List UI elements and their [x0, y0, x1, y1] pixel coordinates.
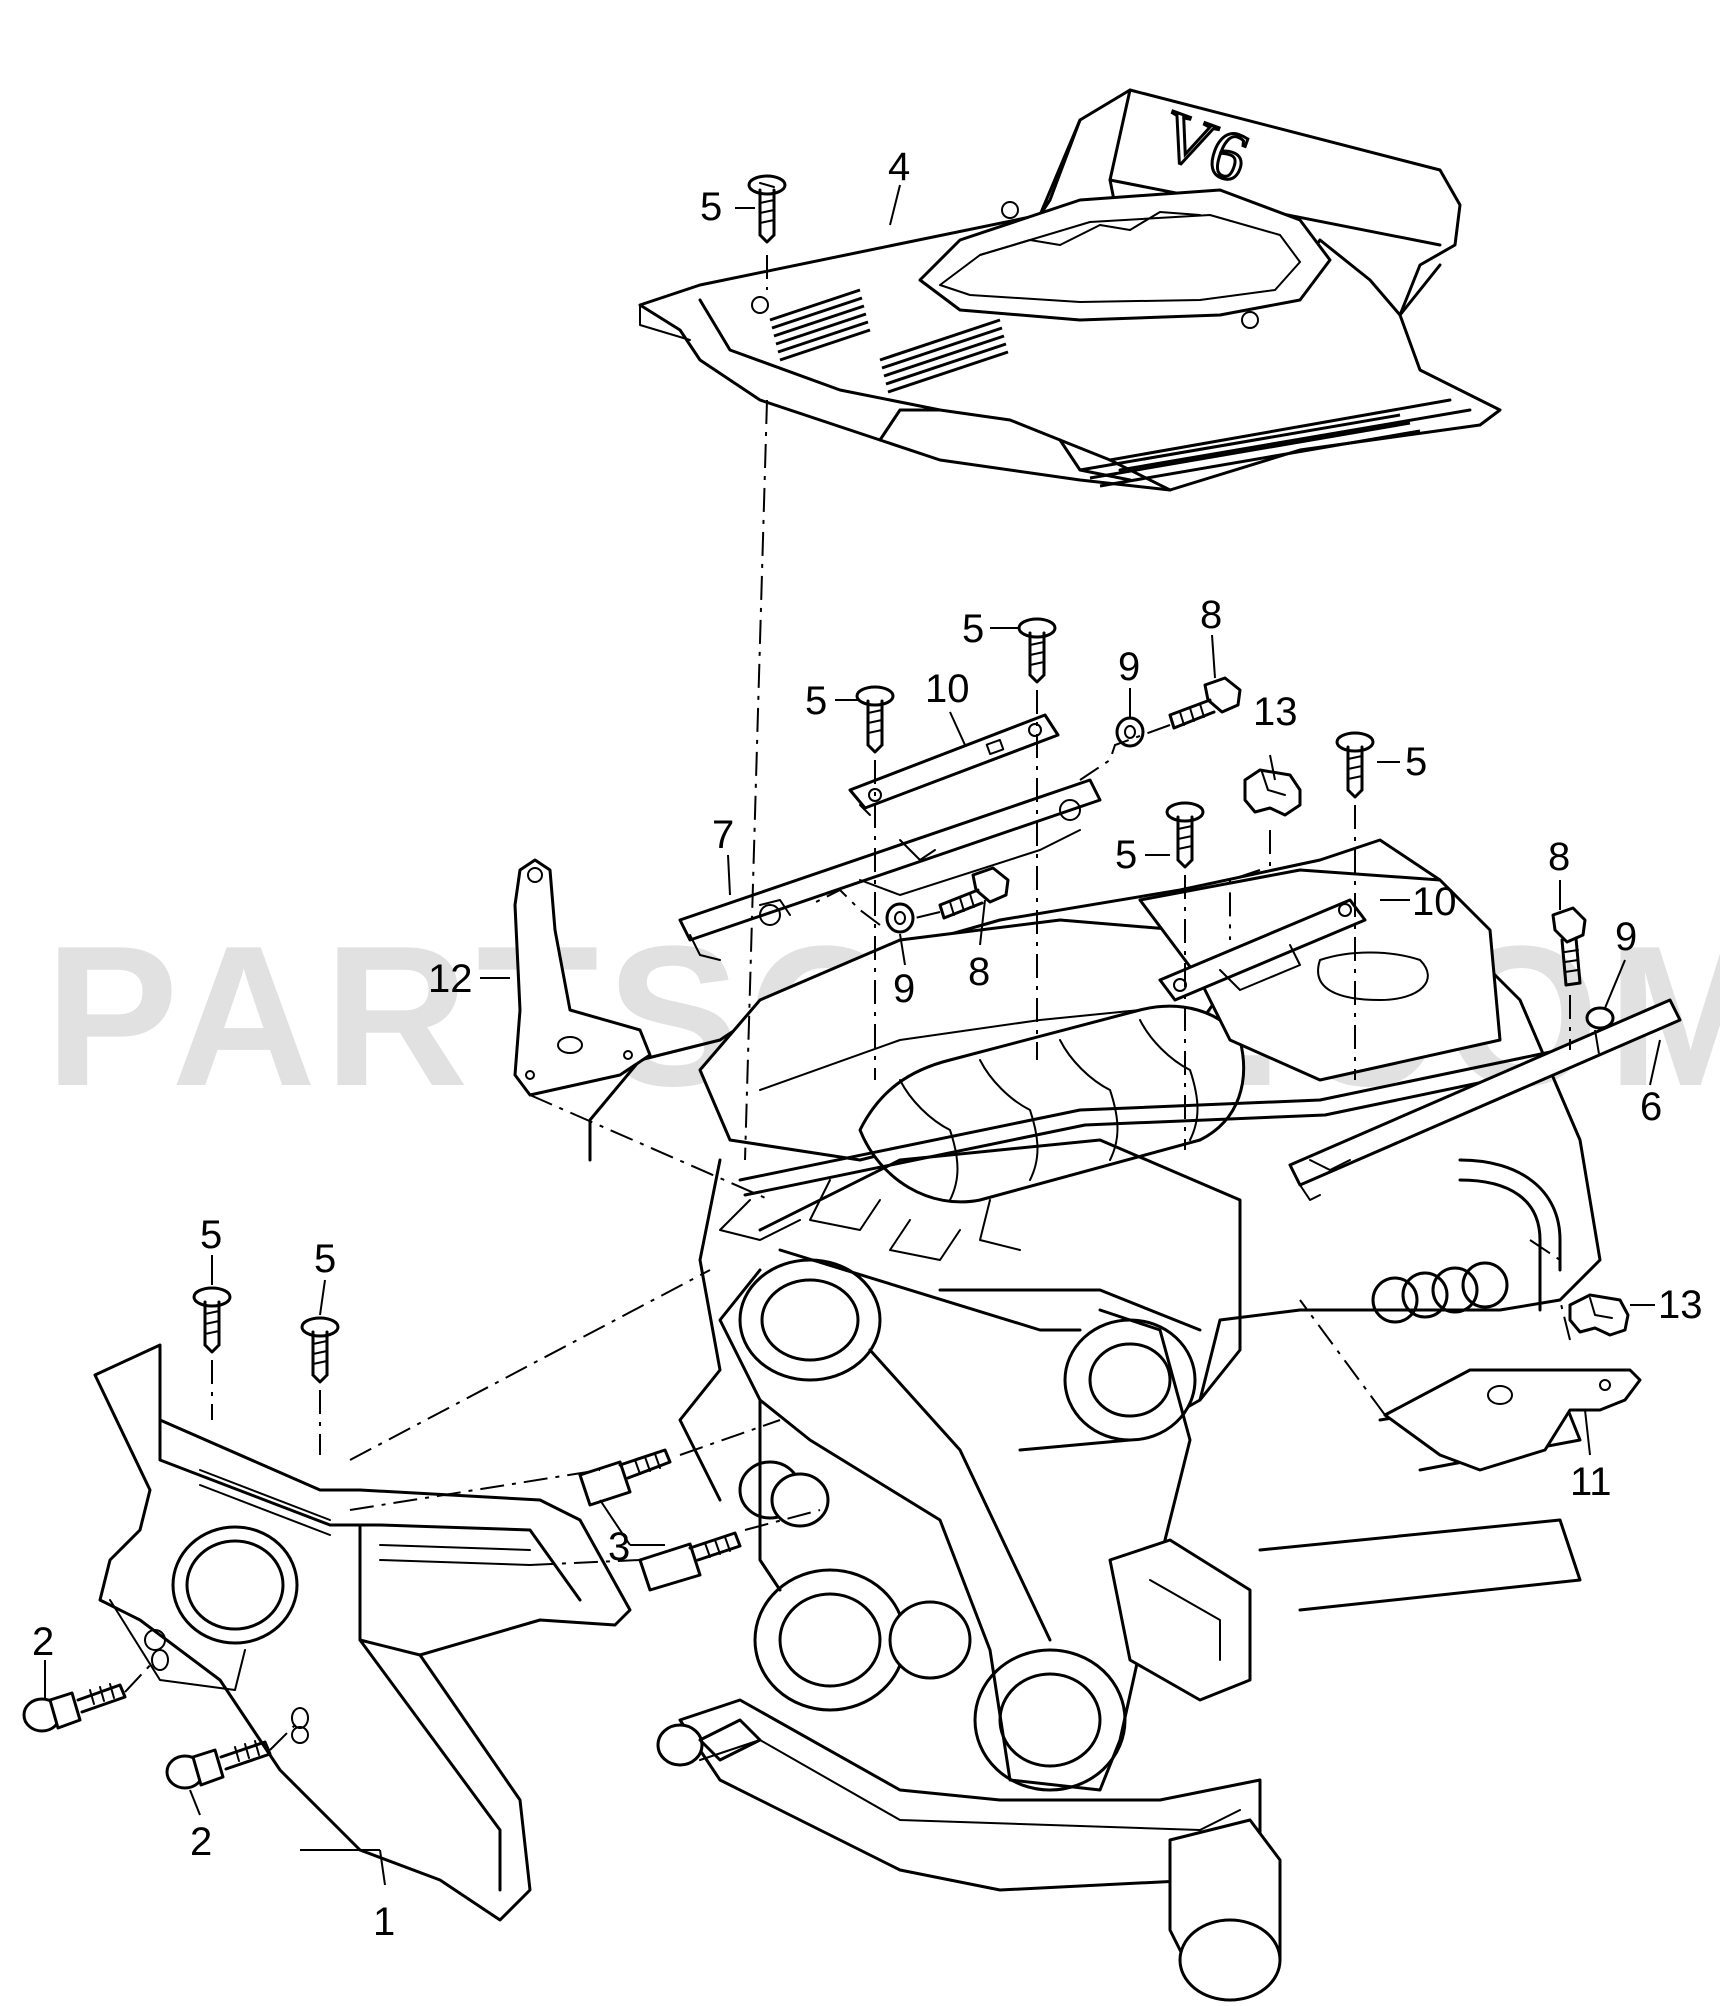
trim-strip-7: [678, 778, 1102, 961]
screw-5-side-b: [300, 1316, 340, 1384]
bolt-2b: [165, 1740, 272, 1790]
screw-5-side-a: [192, 1286, 232, 1354]
side-cover-1: [93, 1343, 632, 1922]
callout-2a: 2: [32, 1620, 54, 1664]
bracket-10-right: [1158, 898, 1367, 1002]
cover-ribs: [1079, 413, 1421, 488]
callout-2b: 2: [190, 1820, 212, 1864]
callout-5-cover: 5: [700, 185, 722, 229]
callout-5-side-a: 5: [200, 1213, 222, 1257]
callout-8-lower: 8: [968, 950, 990, 994]
washer-9-lower-hole: [894, 911, 906, 925]
stud-bolt-3a: [578, 1448, 672, 1507]
bolt-8-lower: [938, 866, 1010, 920]
callout-labels: 1 2 2 3 4 5 5 5 5 5 5 5 6 7 8 8 8 9 9 9 …: [32, 145, 1703, 1944]
bracket-12: [513, 858, 652, 1097]
callout-5-right-mid: 5: [1115, 833, 1137, 877]
assembly-lines: [124, 255, 1601, 1751]
callout-8-right: 8: [1548, 835, 1570, 879]
screw-5-right-mid: [1165, 801, 1205, 869]
callout-3: 3: [608, 1525, 630, 1569]
callout-13-lower: 13: [1658, 1283, 1703, 1327]
stud-bolt-3b: [638, 1531, 742, 1592]
washer-9-upper: [1115, 716, 1145, 748]
callout-10-upper: 10: [925, 667, 970, 711]
cover-mount-hole: [1241, 311, 1259, 329]
callout-9-lower: 9: [893, 967, 915, 1011]
washer: [151, 1649, 169, 1671]
callout-7: 7: [712, 813, 734, 857]
callout-5-right: 5: [1405, 740, 1427, 784]
engine-top-cover: V6: [638, 88, 1502, 492]
bolt-2a: [22, 1683, 127, 1733]
belt-drive: [718, 1248, 1197, 1792]
trim-strip-6: [1288, 998, 1682, 1201]
clip-13-lower: [1568, 1293, 1630, 1337]
washer-9-upper-hole: [1124, 725, 1136, 739]
screw-5-right: [1335, 731, 1375, 799]
screw-5-cover: [747, 174, 787, 244]
cover-vent-right: [879, 318, 1009, 394]
callout-leaders: [44, 184, 1661, 1886]
callout-5-upper-mid: 5: [962, 607, 984, 651]
bracket-11: [1383, 1368, 1642, 1472]
bracket-10-upper: [848, 713, 1060, 816]
callout-6: 6: [1640, 1085, 1662, 1129]
cover-mount-hole: [751, 296, 769, 314]
callout-12: 12: [428, 957, 473, 1001]
callout-10-right: 10: [1412, 880, 1457, 924]
washer-9-lower: [885, 902, 915, 934]
callout-8-upper: 8: [1200, 593, 1222, 637]
bolt-8-upper: [1168, 676, 1242, 730]
callout-9-right: 9: [1615, 915, 1637, 959]
callout-5-upper-left: 5: [805, 679, 827, 723]
washer-9-right: [1585, 1006, 1615, 1030]
callout-9-upper: 9: [1118, 645, 1140, 689]
audi-rings-emblem: [1371, 1261, 1509, 1324]
screw-5-upper-left: [855, 685, 895, 754]
cover-mount-hole: [1001, 201, 1019, 219]
screw-5-upper-mid: [1017, 617, 1057, 684]
callout-4: 4: [888, 145, 910, 189]
callout-5-side-b: 5: [314, 1237, 336, 1281]
washer: [291, 1707, 309, 1729]
callout-11: 11: [1570, 1460, 1612, 1504]
callout-13-upper: 13: [1253, 690, 1298, 734]
clip-13-upper: [1243, 768, 1302, 817]
cover-vent-left: [769, 288, 871, 362]
bolt-8-right: [1551, 906, 1587, 987]
callout-1: 1: [373, 1900, 395, 1944]
